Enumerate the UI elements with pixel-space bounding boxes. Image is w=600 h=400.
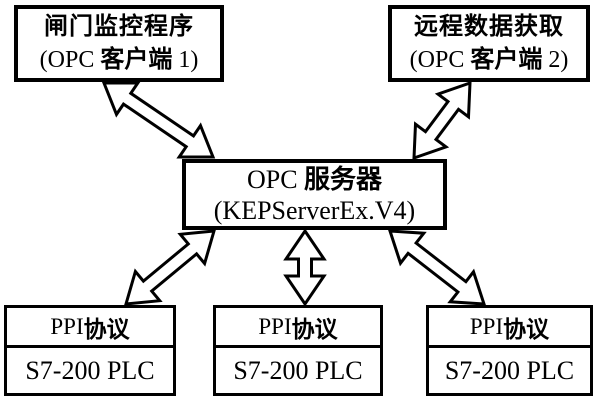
plc-device-label: S7-200 PLC [25, 355, 155, 385]
node-subtitle: (OPC 客户端 2) [409, 47, 569, 73]
plc-protocol-label: PPI 协议 [7, 308, 173, 348]
arrow-client1-server [101, 81, 216, 159]
node-gate-monitor-client1: 闸门监控程序 (OPC 客户端 1) [14, 5, 224, 82]
arrow-client2-server [412, 80, 472, 161]
node-remote-data-client2: 远程数据获取 (OPC 客户端 2) [388, 5, 590, 82]
plc-device-label: S7-200 PLC [233, 355, 363, 385]
node-title: 闸门监控程序 [44, 14, 194, 40]
node-title: OPC 服务器 [246, 164, 383, 194]
node-title: 远程数据获取 [414, 14, 564, 40]
node-subtitle: (KEPServerEx.V4) [213, 195, 416, 225]
node-subtitle: (OPC 客户端 1) [39, 47, 199, 73]
arrow-server-plc3 [387, 229, 487, 306]
node-opc-server: OPC 服务器 (KEPServerEx.V4) [182, 159, 447, 230]
plc-protocol-label: PPI 协议 [216, 308, 380, 348]
plc-protocol-label: PPI 协议 [429, 308, 590, 348]
arrow-server-plc1 [123, 229, 217, 306]
node-plc-3: PPI 协议 S7-200 PLC [426, 305, 593, 396]
arrow-server-plc2 [283, 228, 327, 307]
plc-device-label: S7-200 PLC [444, 355, 575, 385]
node-plc-1: PPI 协议 S7-200 PLC [4, 305, 176, 396]
node-plc-2: PPI 协议 S7-200 PLC [213, 305, 383, 396]
